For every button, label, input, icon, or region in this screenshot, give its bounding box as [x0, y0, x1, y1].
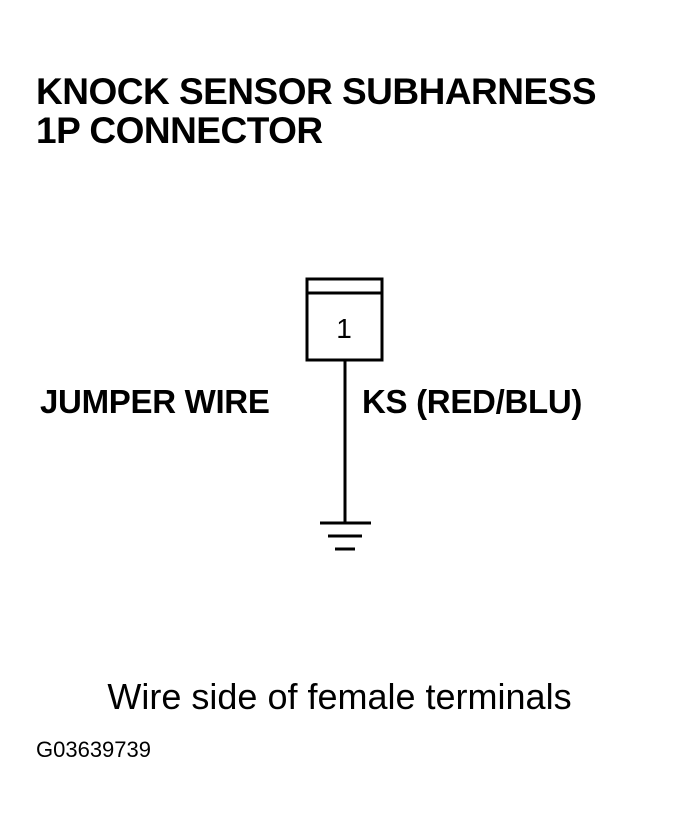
diagram-title-line-1: KNOCK SENSOR SUBHARNESS	[36, 71, 597, 112]
jumper-wire-label: JUMPER WIRE	[40, 383, 270, 420]
diagram-title-line-2: 1P CONNECTOR	[36, 110, 323, 151]
ks-wire-label: KS (RED/BLU)	[362, 383, 583, 420]
connector-pin-number: 1	[336, 313, 352, 344]
ground-symbol-icon	[320, 521, 371, 551]
diagram-caption: Wire side of female terminals	[107, 676, 572, 717]
figure-id: G03639739	[36, 737, 151, 762]
connector-housing: 1	[305, 277, 384, 362]
